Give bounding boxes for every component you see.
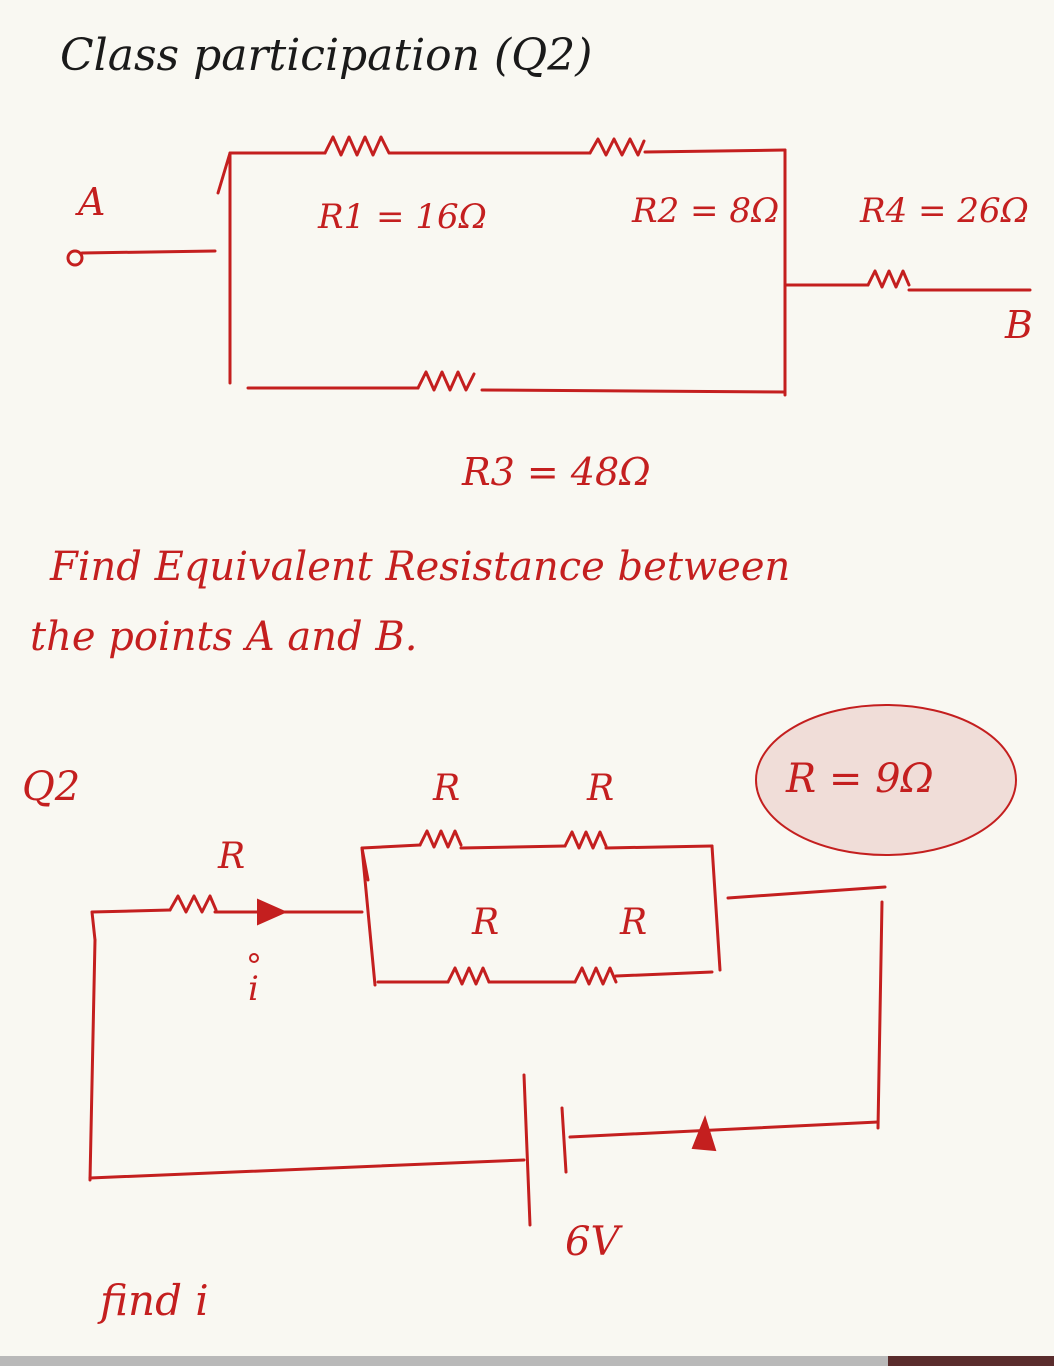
wire-q2-left-vertical bbox=[88, 938, 97, 1182]
resistor-r2-icon bbox=[588, 137, 646, 157]
r-label-bottom-right: R bbox=[619, 902, 647, 943]
q2-circuit bbox=[88, 829, 887, 1227]
q2-label: Q2 bbox=[22, 764, 80, 810]
wire-q2-left-top bbox=[90, 908, 172, 942]
wire-parallel-right-vertical bbox=[710, 844, 722, 972]
battery-long-plate-icon bbox=[522, 1073, 532, 1227]
r2-label: R2 = 8Ω bbox=[631, 191, 779, 231]
r-label-left: R bbox=[217, 836, 245, 877]
resistor-r4-icon bbox=[866, 269, 911, 289]
q1-question-line1: Find Equivalent Resistance between bbox=[49, 544, 790, 590]
current-dot-icon bbox=[249, 953, 259, 963]
r-label-top-right: R bbox=[586, 768, 614, 809]
wire-q2-right-top bbox=[726, 885, 887, 900]
resistor-top-right-icon bbox=[563, 830, 608, 850]
q2-question: find i bbox=[97, 1276, 209, 1325]
q1-question-line2: the points A and B. bbox=[30, 614, 417, 660]
resistor-top-left-icon bbox=[418, 829, 463, 849]
battery-arrow-icon bbox=[691, 1115, 717, 1152]
wire-top-3 bbox=[643, 148, 787, 154]
r3-label: R3 = 48Ω bbox=[461, 450, 651, 494]
point-b-label: B bbox=[1004, 303, 1033, 347]
resistor-bottom-left-icon bbox=[446, 966, 491, 986]
r4-label: R4 = 26Ω bbox=[859, 191, 1029, 231]
resistor-r1-icon bbox=[323, 135, 391, 157]
r-label-top-left: R bbox=[432, 768, 460, 809]
resistor-r3-icon bbox=[416, 370, 476, 392]
wire-parallel-bottom-right bbox=[614, 970, 714, 978]
wire-parallel-top-right bbox=[604, 844, 714, 850]
current-arrow-icon bbox=[257, 898, 288, 926]
battery-label: 6V bbox=[565, 1219, 623, 1265]
wire-bottom-2 bbox=[480, 388, 787, 394]
page-title: Class participation (Q2) bbox=[60, 30, 592, 81]
resistor-left-icon bbox=[168, 894, 218, 914]
terminal-a-icon bbox=[66, 249, 84, 267]
current-label: i bbox=[248, 969, 259, 1009]
wire-q2-bottom bbox=[88, 1158, 526, 1180]
point-a-label: A bbox=[75, 180, 105, 224]
wire-parallel-left-vertical bbox=[360, 846, 377, 987]
bottom-scroll-thumb[interactable] bbox=[888, 1356, 1054, 1366]
q1-circuit bbox=[66, 135, 1032, 397]
wire-a-in bbox=[80, 249, 217, 255]
r1-label: R1 = 16Ω bbox=[317, 197, 487, 237]
wire-left-vertical bbox=[216, 151, 232, 385]
wire-q2-battery-right bbox=[568, 1120, 880, 1139]
wire-parallel-top-mid bbox=[459, 844, 567, 850]
battery-short-plate-icon bbox=[560, 1106, 568, 1174]
given-resistance: R = 9Ω bbox=[785, 756, 934, 802]
resistor-bottom-right-icon bbox=[573, 966, 618, 986]
given-highlight bbox=[755, 704, 1017, 856]
wire-q2-right-vertical bbox=[876, 900, 884, 1130]
bottom-scrollbar[interactable] bbox=[0, 1356, 1054, 1366]
r-label-bottom-left: R bbox=[471, 902, 499, 943]
wire-parallel-top-left bbox=[360, 843, 422, 882]
